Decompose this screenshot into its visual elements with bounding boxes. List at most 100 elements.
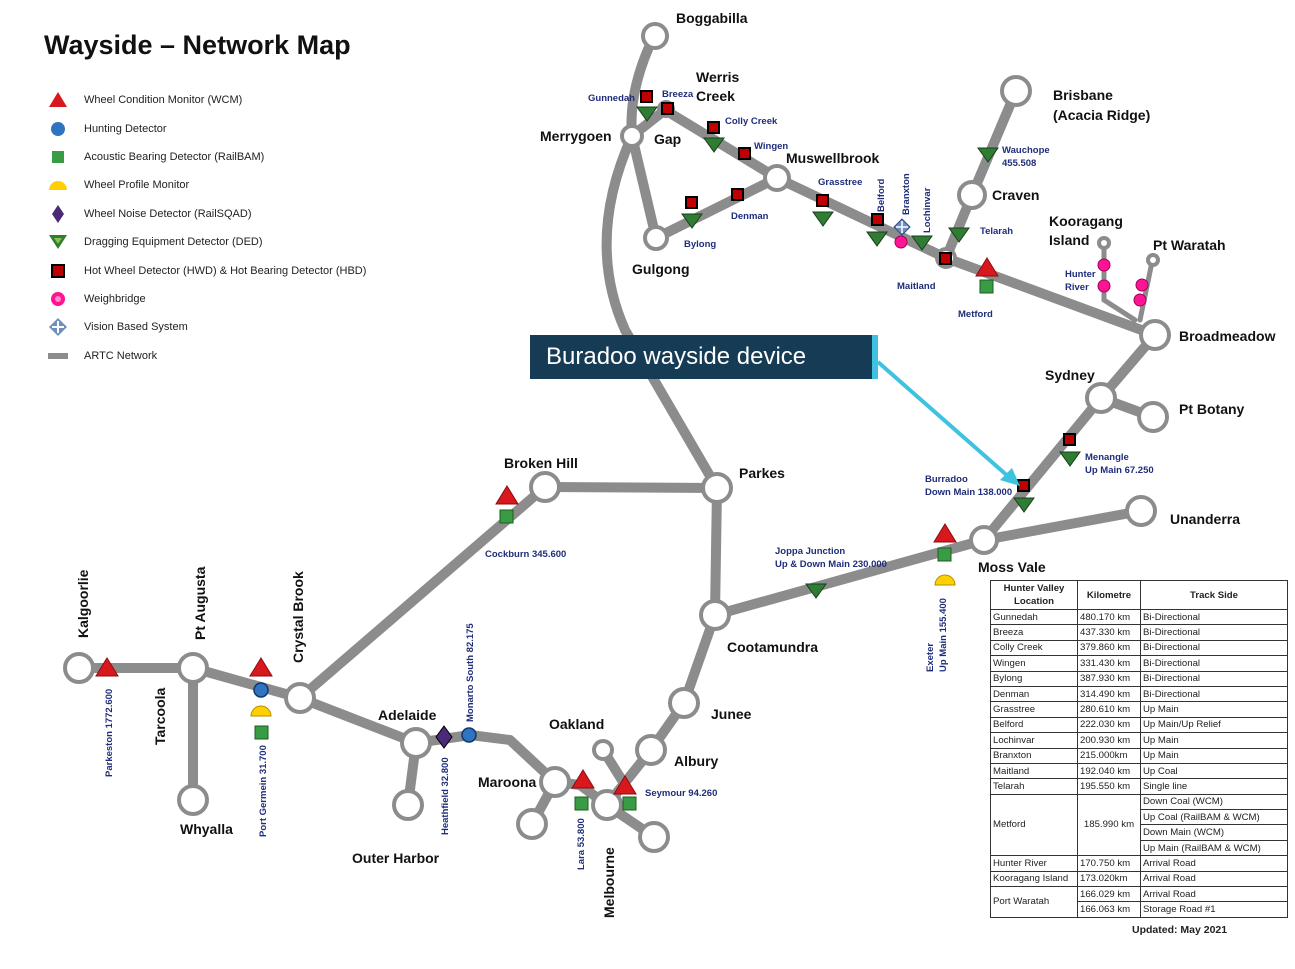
ded-marker-burradoo (1013, 497, 1035, 513)
ded-marker-lochinvar (911, 235, 933, 251)
hwd-marker-breeza (661, 102, 674, 115)
label-boggabilla: Boggabilla (676, 10, 748, 26)
label-oakland: Oakland (549, 716, 604, 732)
legend-item: Acoustic Bearing Detector (RailBAM) (44, 143, 424, 171)
cell-track-side: Bi-Directional (1140, 655, 1288, 672)
node-crystal-brook (284, 682, 316, 714)
hwd-marker-maitland (939, 252, 952, 265)
wcm-marker-seymour (613, 775, 637, 795)
cell-track-side: Bi-Directional (1140, 670, 1288, 687)
wpm-marker-exeter (934, 574, 956, 586)
site-breeza: Breeza (662, 89, 694, 100)
site-colly-creek: Colly Creek (725, 116, 778, 127)
site-bylong: Bylong (684, 239, 716, 250)
node-adelaide (400, 727, 432, 759)
node-boggabilla (641, 22, 669, 50)
track-gap-muswellbrook (660, 105, 782, 183)
cell-track-side: Arrival Road (1140, 870, 1288, 888)
header-track-side: Track Side (1140, 580, 1288, 610)
railbam-marker-exeter (937, 547, 952, 562)
legend-item: ARTC Network (44, 342, 424, 370)
site-maitland: Maitland (897, 281, 936, 292)
label-unanderra: Unanderra (1170, 511, 1240, 527)
hunting-marker-port-germein (253, 682, 269, 698)
cell-location: Denman (990, 685, 1078, 703)
label-outer-harbor: Outer Harbor (352, 850, 440, 866)
cell-location: Telarah (990, 778, 1078, 795)
node-whyalla (177, 784, 209, 816)
label-adelaide: Adelaide (378, 707, 437, 723)
hwd-marker-bylong (685, 196, 698, 209)
cell-kilometre: 192.040 km (1077, 762, 1141, 780)
node-moss-vale (969, 525, 999, 555)
header-kilometre: Kilometre (1077, 580, 1141, 610)
ded-marker-gunnedah (636, 106, 658, 122)
cell-location: Wingen (990, 655, 1078, 672)
label-maroona: Maroona (478, 774, 537, 790)
node-muswellbrook (763, 164, 791, 192)
node-brisbane (1000, 75, 1032, 107)
cell-kilometre: 379.860 km (1077, 639, 1141, 657)
legend-item: Wheel Condition Monitor (WCM) (44, 86, 424, 114)
cell-location: Kooragang Island (990, 870, 1078, 888)
label-moss-vale: Moss Vale (978, 559, 1046, 575)
cell-kilometre: 280.610 km (1077, 701, 1141, 718)
wcm-marker-parkeston (95, 657, 119, 677)
label-craven: Craven (992, 187, 1039, 203)
cell-location: Maitland (990, 762, 1078, 780)
ded-marker-colly-creek (703, 137, 725, 153)
cell-kilometre: 166.029 km (1077, 886, 1141, 903)
track-waratah-spur (1137, 259, 1155, 323)
ded-marker-joppa (805, 583, 827, 599)
railbam-marker-cockburn (499, 509, 514, 524)
cell-kilometre: 215.000km (1077, 747, 1141, 764)
cell-location: Breeza (990, 624, 1078, 641)
node-pt-augusta (177, 652, 209, 684)
site-grasstree: Grasstree (818, 177, 862, 188)
site-metford: Metford (958, 309, 993, 320)
ded-marker-bylong (681, 213, 703, 229)
red-triangle-icon (49, 92, 67, 108)
callout-label: Buradoo wayside device (530, 335, 876, 379)
node-maroona-spur (516, 808, 548, 840)
green-down-triangle-icon (49, 235, 67, 250)
hwd-marker-belford (871, 213, 884, 226)
hunting-marker-monarto (461, 727, 477, 743)
hwd-marker-burradoo (1017, 479, 1030, 492)
railbam-marker-metford (979, 279, 994, 294)
node-kalgoorlie (63, 652, 95, 684)
cell-kilometre: 185.990 km (1077, 793, 1141, 857)
legend-label: ARTC Network (84, 349, 158, 362)
site-belford: Belford (876, 179, 887, 212)
cell-location: Belford (990, 716, 1078, 734)
weighbridge-marker-hunter-river-1 (1097, 258, 1111, 272)
railbam-marker-lara (574, 796, 589, 811)
node-sydney (1085, 382, 1117, 414)
label-whyalla: Whyalla (180, 821, 233, 837)
cell-track-side: Up Coal (1140, 762, 1288, 780)
vision-marker-branxton (893, 218, 911, 236)
page-title: Wayside – Network Map (44, 30, 351, 60)
cell-location: Metford (990, 793, 1078, 857)
railbam-markers (254, 279, 994, 811)
label-sydney: Sydney (1045, 367, 1095, 383)
hwd-marker-gunnedah (640, 90, 653, 103)
node-melbourne-spur (638, 821, 670, 853)
legend-item: Dragging Equipment Detector (DED) (44, 228, 424, 256)
wcm-marker-lara (571, 769, 595, 789)
legend-label: Wheel Condition Monitor (WCM) (84, 94, 243, 107)
cell-kilometre: 314.490 km (1077, 685, 1141, 703)
cell-kilometre: 173.020km (1077, 870, 1141, 888)
site-labels: Gunnedah Breeza Colly Creek Wingen Bylon… (104, 89, 1154, 870)
legend-item: Weighbridge (44, 285, 424, 313)
cell-track-side: Down Main (WCM) (1140, 824, 1288, 841)
legend-item: Hot Wheel Detector (HWD) & Hot Bearing D… (44, 256, 424, 284)
hwd-markers (640, 90, 1076, 492)
